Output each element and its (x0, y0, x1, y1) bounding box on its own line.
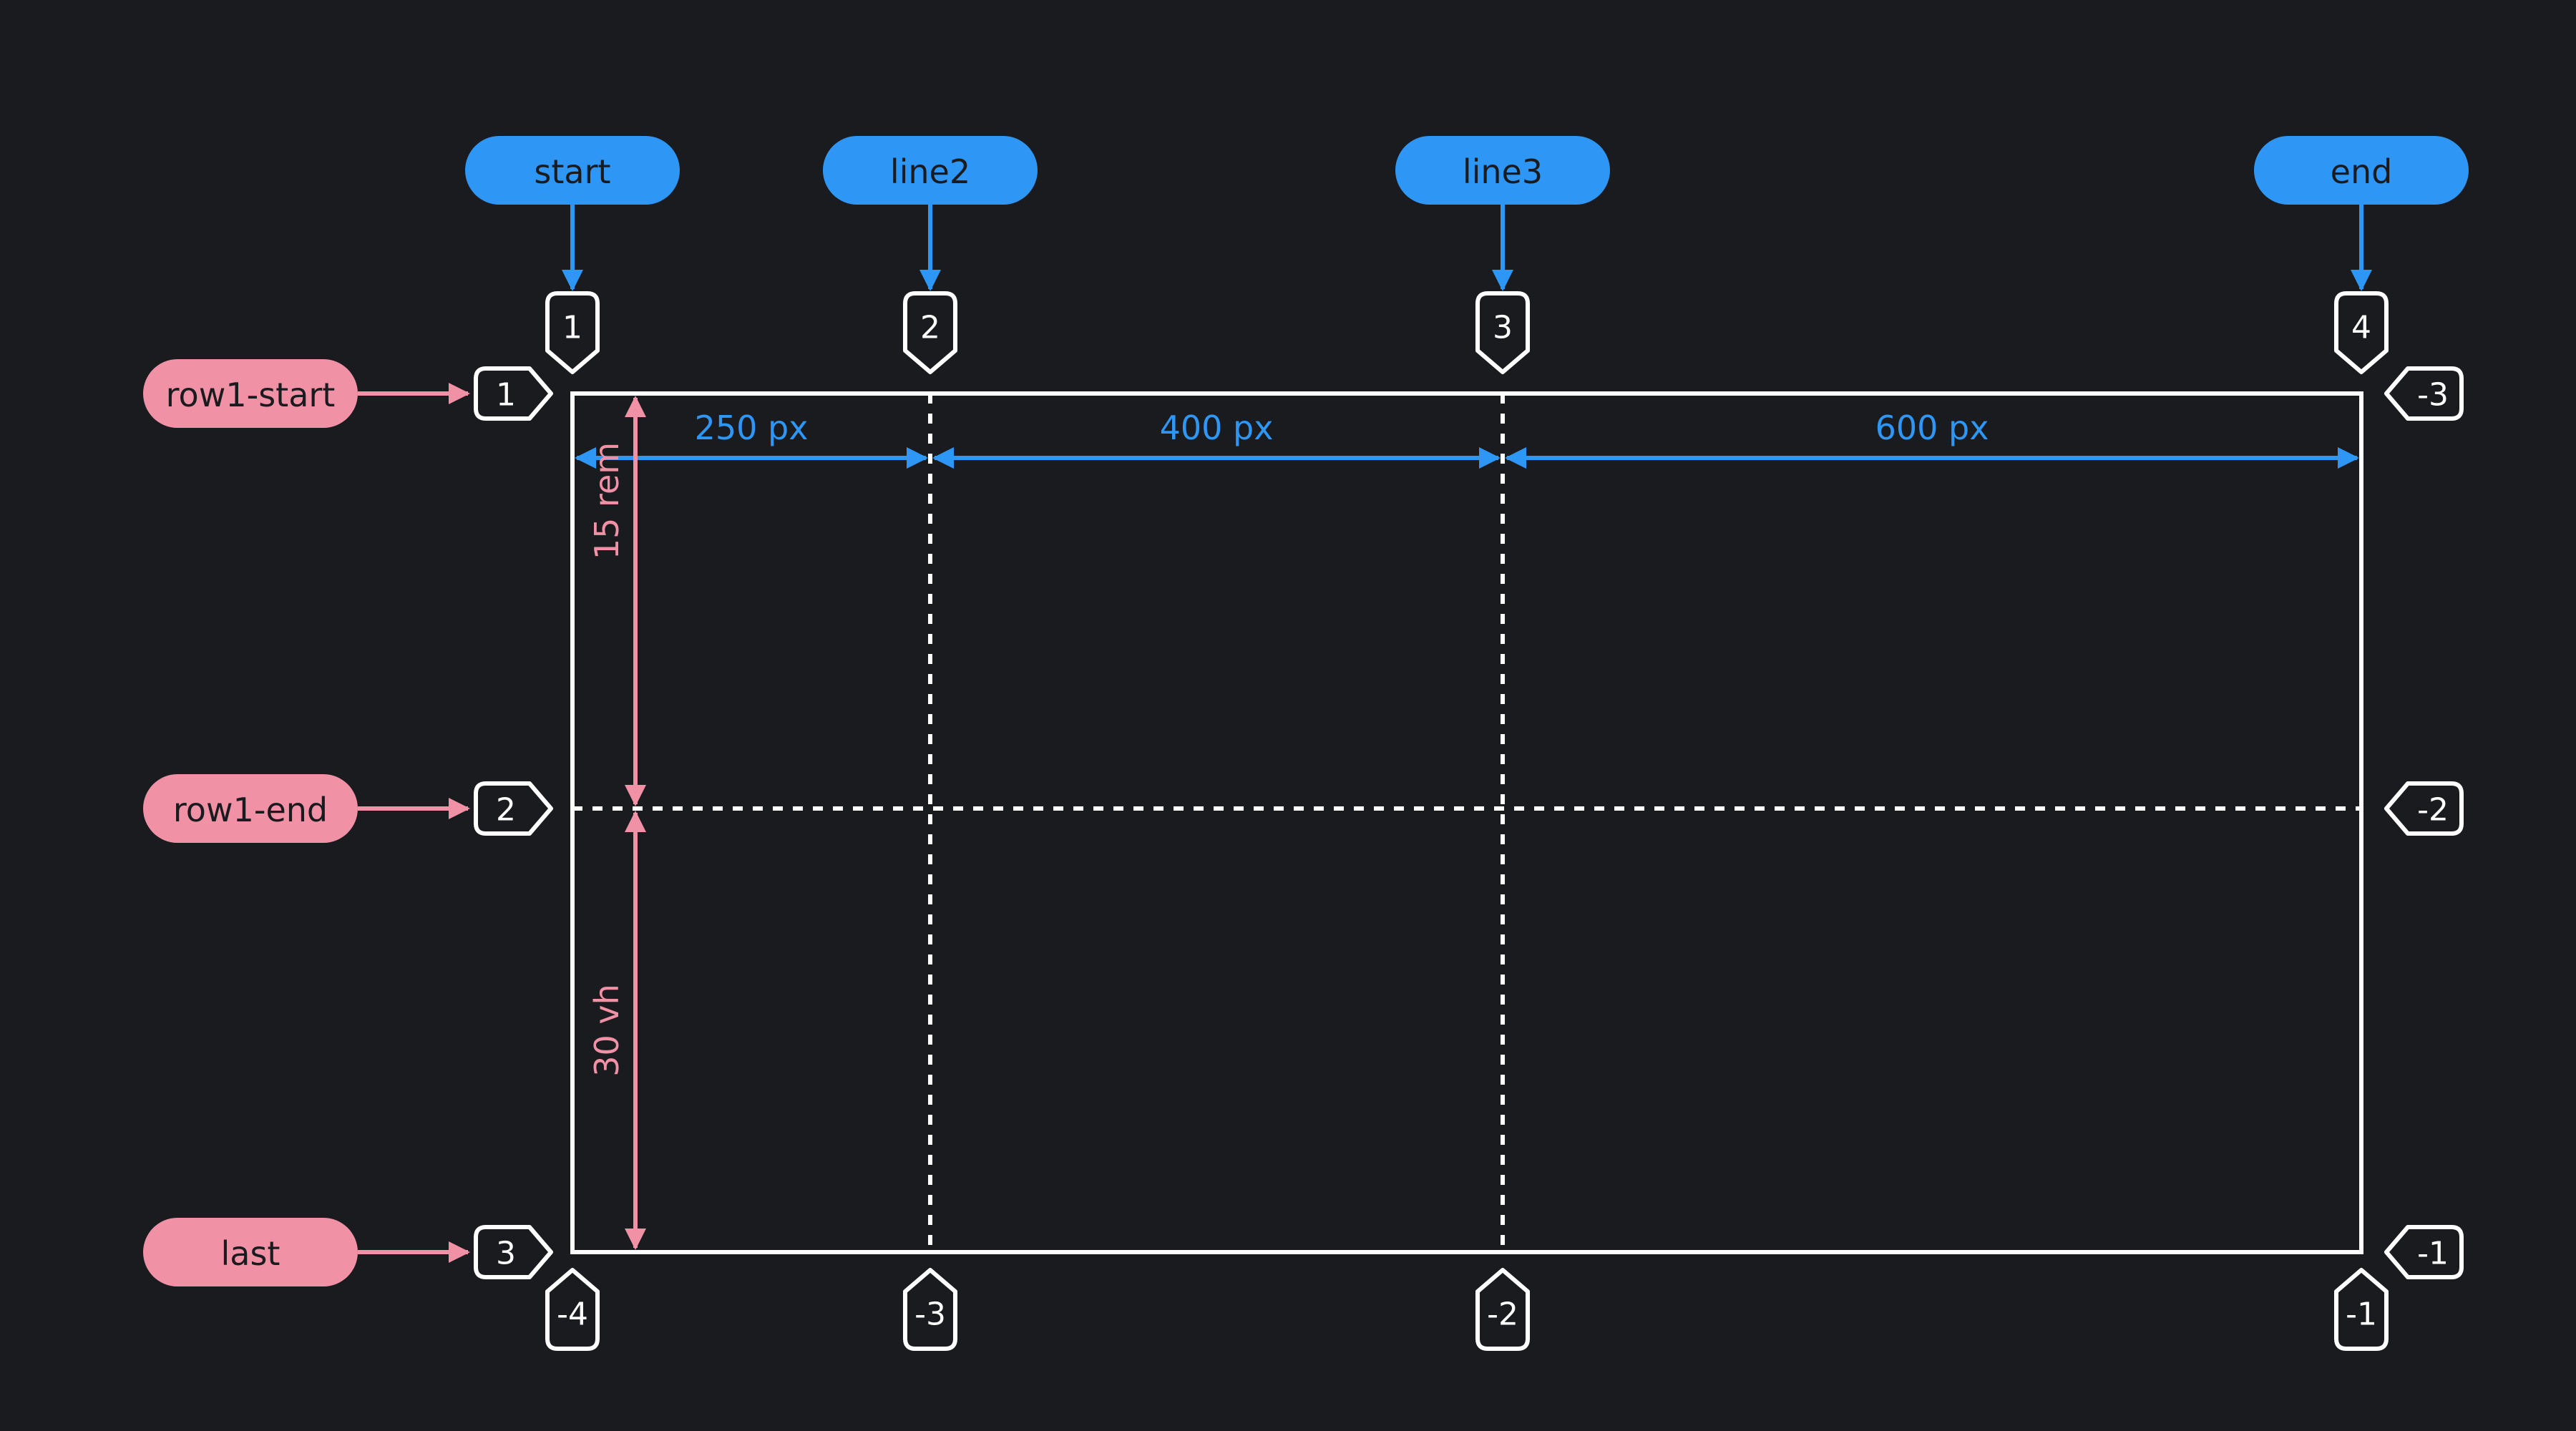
row-line-number-3-shape (474, 1225, 553, 1279)
column-name-pill-end-label: end (2331, 152, 2393, 191)
column-line-number-neg-2-shape (903, 1268, 957, 1351)
column-line-number-4: 4 (2334, 291, 2389, 374)
column-line-number-neg-2: -3 (903, 1268, 957, 1351)
column-name-pill-start-bg (465, 136, 680, 205)
column-name-pill-line3-bg (1395, 136, 1610, 205)
row-line-number-neg-3-shape (2384, 1225, 2464, 1279)
column-name-pill-end-bg (2254, 136, 2469, 205)
row-name-pill-last-label: last (221, 1234, 280, 1273)
column-size-label-2: 400 px (1160, 409, 1274, 447)
row-name-pill-last-bg (143, 1218, 358, 1286)
grid-layer (570, 391, 2363, 1254)
row-line-number-neg-1: -3 (2384, 366, 2464, 421)
row-line-number-1-label: 1 (496, 377, 516, 414)
row-name-pill-row1-end-bg (143, 774, 358, 843)
row-name-pill-row1-end: row1-end (143, 774, 358, 843)
column-name-pill-line3-label: line3 (1463, 152, 1543, 191)
column-line-number-2-shape (903, 291, 957, 374)
column-name-pill-start: start (465, 136, 680, 205)
row-name-pill-row1-start-bg (143, 359, 358, 428)
row-labels-layer: row1-start 1 -3 row1-end 2 -2 last 3 -1 (143, 359, 2464, 1286)
dimension-layer: 250 px 400 px 600 px 15 rem 30 vh (575, 396, 2359, 1250)
row-line-number-3: 3 (474, 1225, 553, 1279)
column-line-number-neg-4-label: -1 (2346, 1296, 2377, 1333)
row-name-pill-row1-start-label: row1-start (166, 376, 336, 414)
row-line-number-2: 2 (474, 781, 553, 836)
row-line-number-neg-1-shape (2384, 366, 2464, 421)
row-line-number-neg-3: -1 (2384, 1225, 2464, 1279)
row-line-number-3-label: 3 (496, 1236, 516, 1272)
column-line-number-1: 1 (545, 291, 600, 374)
grid-outline (570, 391, 2363, 1254)
row-name-pill-last: last (143, 1218, 358, 1286)
column-line-number-3: 3 (1475, 291, 1530, 374)
row-line-number-2-shape (474, 781, 553, 836)
column-line-number-4-label: 4 (2351, 310, 2371, 346)
column-line-number-2-label: 2 (920, 310, 940, 346)
row-size-label-2: 30 vh (587, 984, 626, 1077)
column-name-pill-line2-label: line2 (890, 152, 970, 191)
row-name-pill-row1-start: row1-start (143, 359, 358, 428)
column-line-number-neg-3-shape (1475, 1268, 1530, 1351)
column-name-pill-start-label: start (534, 152, 610, 191)
column-name-pill-line2: line2 (823, 136, 1038, 205)
row-line-number-1-shape (474, 366, 553, 421)
row-line-number-neg-2-shape (2384, 781, 2464, 836)
column-name-pill-line2-bg (823, 136, 1038, 205)
column-line-number-4-shape (2334, 291, 2389, 374)
column-line-number-2: 2 (903, 291, 957, 374)
column-line-number-neg-1: -4 (545, 1268, 600, 1351)
column-line-number-neg-2-label: -3 (914, 1296, 946, 1333)
column-line-number-3-label: 3 (1493, 310, 1513, 346)
column-labels-layer: start 1 -4 line2 2 -3 line3 3 -2 end 4 -1 (465, 136, 2469, 1351)
column-line-number-neg-3: -2 (1475, 1268, 1530, 1351)
column-size-label-3: 600 px (1875, 409, 1989, 447)
row-line-number-neg-1-label: -3 (2417, 377, 2449, 414)
row-name-pill-row1-end-label: row1-end (173, 791, 328, 829)
row-line-number-neg-2: -2 (2384, 781, 2464, 836)
column-size-label-1: 250 px (695, 409, 809, 447)
column-line-number-3-shape (1475, 291, 1530, 374)
column-line-number-1-shape (545, 291, 600, 374)
column-name-pill-line3: line3 (1395, 136, 1610, 205)
column-line-number-neg-3-label: -2 (1487, 1296, 1518, 1333)
row-size-label-1: 15 rem (587, 442, 626, 560)
column-line-number-neg-4: -1 (2334, 1268, 2389, 1351)
column-line-number-neg-4-shape (2334, 1268, 2389, 1351)
column-name-pill-end: end (2254, 136, 2469, 205)
row-line-number-1: 1 (474, 366, 553, 421)
row-line-number-neg-2-label: -2 (2417, 792, 2449, 829)
row-line-number-neg-3-label: -1 (2417, 1236, 2449, 1272)
column-line-number-neg-1-label: -4 (557, 1296, 588, 1333)
column-line-number-1-label: 1 (562, 310, 582, 346)
column-line-number-neg-1-shape (545, 1268, 600, 1351)
row-line-number-2-label: 2 (496, 792, 516, 829)
